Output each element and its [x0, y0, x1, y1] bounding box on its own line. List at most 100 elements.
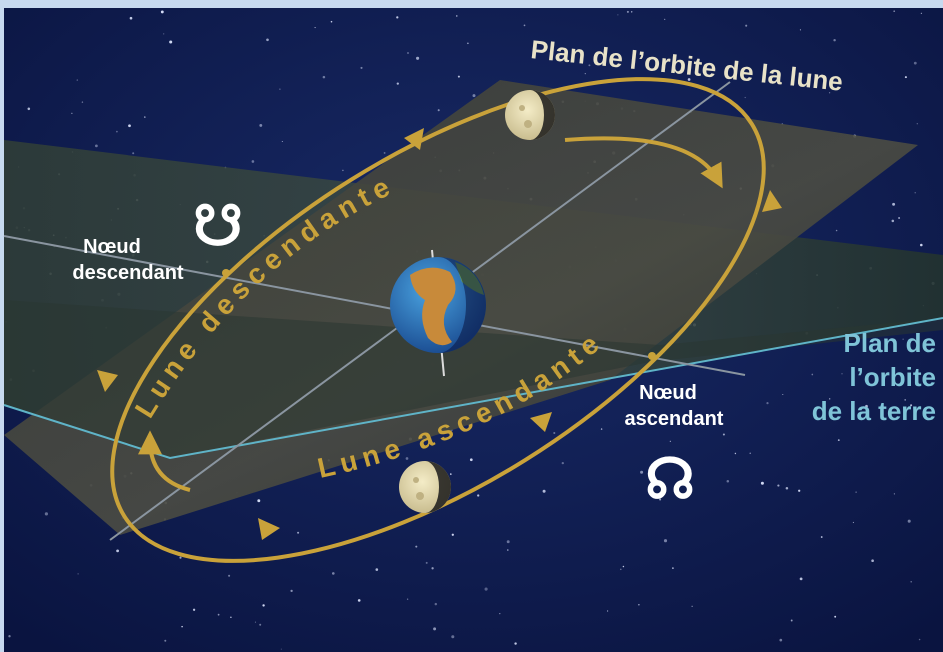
star — [669, 440, 671, 442]
star — [259, 123, 263, 127]
descending-node-symbol: ☋ — [193, 194, 243, 257]
orbit-arrows — [97, 128, 782, 540]
star — [893, 493, 896, 495]
star — [437, 109, 440, 112]
star — [396, 82, 399, 85]
moon-orbit — [110, 77, 766, 563]
star — [281, 140, 283, 143]
star — [116, 130, 118, 133]
star — [375, 568, 379, 571]
star — [600, 428, 603, 430]
star — [407, 52, 409, 54]
moon-top — [505, 90, 555, 140]
star — [834, 615, 837, 618]
star — [584, 73, 586, 75]
star — [467, 42, 469, 45]
star — [672, 567, 674, 569]
star — [322, 75, 326, 79]
star — [499, 613, 501, 615]
descending-node-label-2: descendant — [72, 262, 183, 284]
star — [907, 519, 911, 523]
star — [687, 78, 691, 81]
star — [904, 76, 907, 79]
star — [431, 567, 434, 570]
star — [542, 489, 546, 493]
star — [360, 66, 363, 69]
star — [626, 10, 629, 13]
star — [116, 549, 119, 553]
star — [230, 616, 232, 618]
star — [469, 458, 473, 462]
orbit-arrow — [762, 190, 782, 212]
star — [259, 623, 262, 626]
orbit-arrow — [404, 128, 424, 150]
star — [841, 373, 843, 375]
star — [920, 243, 923, 247]
star — [722, 433, 725, 436]
star — [835, 229, 838, 232]
star — [726, 480, 730, 483]
star — [507, 549, 509, 551]
star — [506, 540, 510, 544]
star — [820, 536, 823, 538]
earth-plane-label-1: Plan de — [844, 328, 936, 358]
star — [396, 16, 399, 19]
star — [254, 621, 256, 623]
star — [144, 116, 146, 118]
star — [434, 602, 438, 606]
star — [217, 613, 220, 616]
star — [71, 112, 73, 114]
star — [8, 635, 11, 638]
star — [766, 402, 769, 405]
star — [785, 486, 789, 490]
star — [782, 393, 784, 396]
descending-node-label-1: Nœud — [83, 236, 141, 258]
orbit-arrow — [258, 518, 280, 540]
descending-node-point — [222, 269, 230, 277]
star — [561, 461, 564, 465]
star — [663, 539, 668, 543]
ascending-node-label-1: Nœud — [639, 382, 697, 404]
star — [132, 152, 135, 155]
star — [262, 604, 265, 607]
star — [451, 635, 455, 639]
star — [181, 625, 183, 628]
star — [916, 123, 918, 125]
star — [514, 642, 517, 645]
star — [617, 14, 619, 16]
star — [416, 56, 420, 60]
star — [357, 599, 361, 602]
star — [192, 608, 196, 611]
star — [902, 338, 904, 340]
star — [607, 610, 609, 612]
star — [799, 29, 801, 31]
star — [777, 484, 780, 487]
star — [833, 38, 836, 42]
star — [790, 619, 793, 622]
star — [280, 648, 282, 650]
star — [640, 470, 644, 474]
earth — [390, 249, 486, 377]
star — [457, 75, 460, 78]
star — [798, 489, 801, 492]
star — [163, 33, 165, 35]
star — [892, 202, 896, 206]
star — [659, 498, 662, 501]
star — [910, 404, 913, 407]
star — [829, 398, 831, 400]
ascending-node-symbol: ☊ — [645, 447, 695, 510]
descending-motion-arrow — [564, 136, 723, 189]
star — [160, 10, 164, 14]
star — [675, 418, 678, 420]
ascending-node-point — [648, 352, 656, 360]
star — [477, 494, 480, 497]
star — [828, 92, 831, 94]
star — [664, 18, 666, 21]
star — [405, 457, 409, 460]
star — [169, 40, 173, 44]
star — [425, 561, 428, 564]
star — [81, 101, 84, 103]
star — [472, 94, 476, 98]
star — [450, 473, 452, 475]
star — [433, 627, 437, 631]
